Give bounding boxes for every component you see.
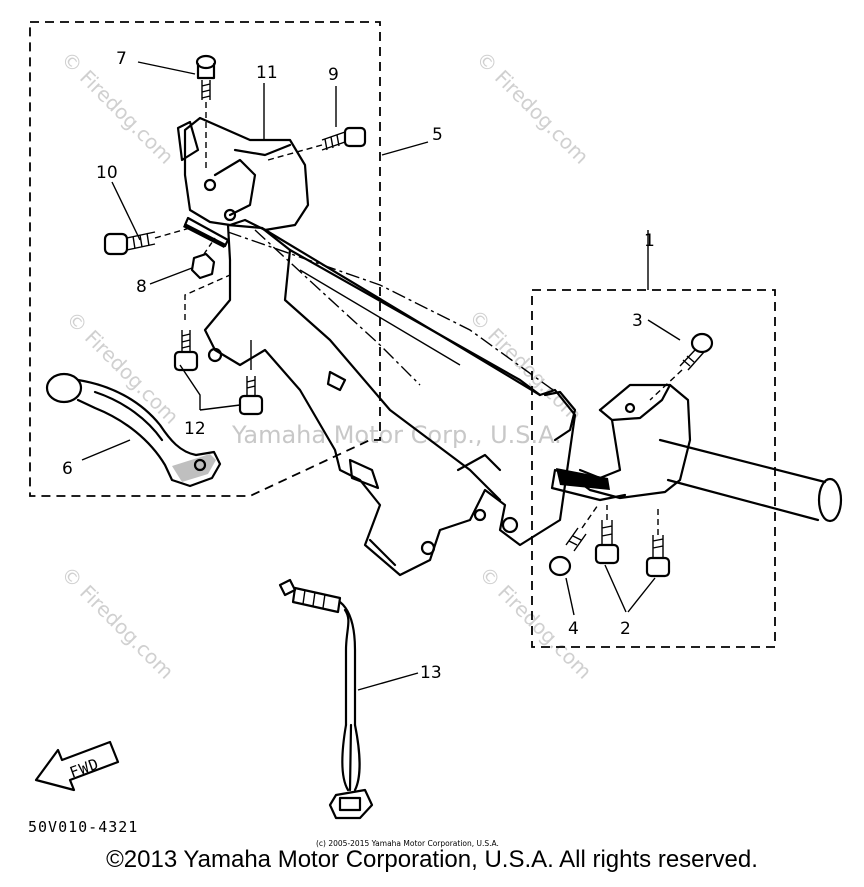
watermark-text: © Firedog.com xyxy=(56,562,178,684)
callout-6: 6 xyxy=(62,459,73,479)
copyright-notice: ©2013 Yamaha Motor Corporation, U.S.A. A… xyxy=(106,846,758,873)
handlebar-frame xyxy=(203,223,577,577)
screw-part-3 xyxy=(649,332,714,401)
callout-2: 2 xyxy=(620,619,631,639)
callout-5: 5 xyxy=(432,125,443,145)
bolt-part-10 xyxy=(103,227,191,256)
throttle-housing xyxy=(543,383,843,523)
screw-part-2 xyxy=(594,505,671,578)
callout-4: 4 xyxy=(568,619,579,639)
leader-lines xyxy=(81,61,681,691)
callout-11: 11 xyxy=(256,63,278,83)
watermark-text: © Firedog.com xyxy=(61,307,183,429)
watermark-corp: Yamaha Motor Corp., U.S.A. xyxy=(231,421,562,449)
lever-bracket xyxy=(176,116,310,248)
fwd-label: FWD xyxy=(67,755,101,782)
callout-8: 8 xyxy=(136,277,147,297)
bolt-part-9 xyxy=(267,126,367,161)
nut-part-8 xyxy=(190,237,216,280)
callout-12: 12 xyxy=(184,419,206,439)
screw-part-7 xyxy=(195,54,217,170)
callout-9: 9 xyxy=(328,65,339,85)
callout-13: 13 xyxy=(420,663,442,683)
watermark-text: © Firedog.com xyxy=(464,305,586,427)
screw-part-4 xyxy=(548,504,599,577)
lever-part-6 xyxy=(45,372,222,488)
group-box-lever-assembly xyxy=(29,21,381,497)
callout-7: 7 xyxy=(116,49,127,69)
group-box-throttle-assembly xyxy=(531,289,776,648)
small-copyright: (c) 2005-2015 Yamaha Motor Corporation, … xyxy=(316,839,499,848)
diagram-code: 50V010-4321 xyxy=(28,818,138,836)
watermark-group: © Firedog.com © Firedog.com © Firedog.co… xyxy=(56,47,596,684)
center-line xyxy=(254,229,421,386)
callout-10: 10 xyxy=(96,163,118,183)
callout-1: 1 xyxy=(644,231,655,251)
callout-labels: 7 11 9 5 10 8 12 6 1 3 4 2 13 xyxy=(62,49,655,683)
switch-part-13 xyxy=(278,578,374,820)
bolt-part-12 xyxy=(173,274,264,416)
callout-3: 3 xyxy=(632,311,643,331)
watermark-text: © Firedog.com xyxy=(471,47,593,169)
center-line xyxy=(227,231,561,396)
fwd-arrow-icon: FWD xyxy=(34,740,120,792)
